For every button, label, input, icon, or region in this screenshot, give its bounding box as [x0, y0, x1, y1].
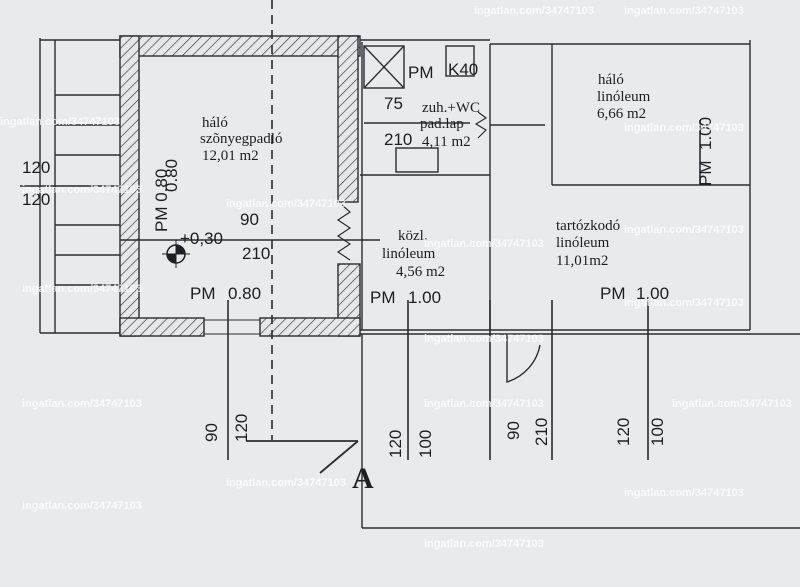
mark-k40: K40	[448, 60, 479, 79]
axis-lines	[120, 0, 701, 460]
room-halo1-area: 12,01 m2	[202, 148, 259, 164]
mark-080-bottom: 0.80	[228, 284, 262, 303]
dim-bottom-100b: 100	[648, 417, 667, 446]
watermark: ingatlan.com/34747103	[474, 5, 594, 17]
watermark: ingatlan.com/34747103	[424, 538, 544, 550]
room-kozl-area: 4,56 m2	[396, 264, 446, 280]
watermark: ingatlan.com/34747103	[22, 398, 142, 410]
room-halo2-name: háló	[598, 72, 624, 88]
room-halo1-name: háló	[202, 115, 228, 131]
mark-100-tart: 1.00	[636, 284, 670, 303]
level-marker-icon	[162, 240, 190, 268]
watermark: ingatlan.com/34747103	[624, 297, 744, 309]
mark-210-wc: 210	[384, 130, 413, 149]
watermark: ingatlan.com/34747103	[424, 333, 544, 345]
mark-pm-bottom-left: PM	[190, 284, 216, 303]
dim-bottom-90a: 90	[202, 423, 221, 442]
dim-left-120b: 120	[22, 190, 51, 209]
mark-pm-halo2: PM	[696, 160, 715, 187]
room-tartozkodo-floor: linóleum	[556, 235, 610, 251]
room-kozl-name: közl.	[398, 228, 428, 244]
watermark: ingatlan.com/34747103	[226, 198, 346, 210]
watermark: ingatlan.com/34747103	[672, 398, 792, 410]
mark-90-mid: 90	[240, 210, 259, 229]
watermark: ingatlan.com/34747103	[624, 487, 744, 499]
watermark: ingatlan.com/34747103	[22, 184, 142, 196]
dim-bottom-120c: 120	[614, 417, 633, 446]
watermark: ingatlan.com/34747103	[226, 477, 346, 489]
outline-lines	[20, 38, 800, 529]
window-sill	[203, 319, 261, 335]
mark-pm-tart: PM	[600, 284, 626, 303]
mark-pm-kozl: PM	[370, 288, 396, 307]
room-halo2-area: 6,66 m2	[597, 106, 647, 122]
walls	[119, 35, 361, 337]
watermark: ingatlan.com/34747103	[624, 5, 744, 17]
mark-100-kozl: 1.00	[408, 288, 442, 307]
section-mark-a: A	[352, 462, 374, 495]
room-zuh-area: 4,11 m2	[422, 134, 471, 150]
dim-left-120a: 120	[22, 158, 51, 177]
watermark: ingatlan.com/34747103	[22, 500, 142, 512]
mark-elevation: +0,30	[180, 229, 224, 248]
watermark: ingatlan.com/34747103	[424, 238, 544, 250]
watermark: ingatlan.com/34747103	[424, 398, 544, 410]
dim-bottom-120b: 120	[386, 429, 405, 458]
mark-080-top: 0.80	[162, 158, 181, 192]
room-halo2-floor: linóleum	[597, 89, 651, 105]
watermark: ingatlan.com/34747103	[624, 122, 744, 134]
mark-210-mid: 210	[242, 244, 271, 263]
room-kozl-floor: linóleum	[382, 246, 436, 262]
dim-bottom-120a: 120	[232, 413, 251, 442]
room-tartozkodo-area: 11,01m2	[556, 253, 609, 269]
mark-75: 75	[384, 94, 403, 113]
watermark: ingatlan.com/34747103	[624, 224, 744, 236]
watermark: ingatlan.com/34747103	[22, 283, 142, 295]
room-zuh-name: zuh.+WC	[422, 100, 481, 116]
room-halo1-floor: szõnyegpadló	[200, 131, 283, 147]
dim-bottom-210: 210	[532, 417, 551, 446]
dim-bottom-100a: 100	[416, 429, 435, 458]
mark-pm-top: PM	[408, 63, 434, 82]
dim-bottom-90b: 90	[504, 421, 523, 440]
room-zuh-floor: pad.lap	[420, 116, 464, 132]
watermark: ingatlan.com/34747103	[0, 116, 120, 128]
zigzag	[336, 204, 352, 261]
room-tartozkodo-name: tartózkodó	[556, 218, 621, 234]
